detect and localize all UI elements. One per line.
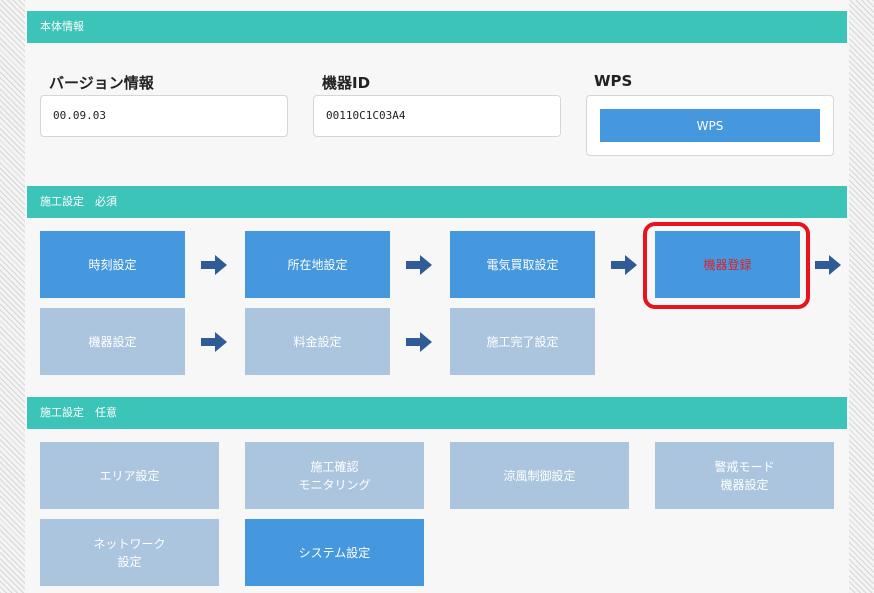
- wps-label: WPS: [594, 72, 633, 90]
- arrow-right-icon: [406, 332, 432, 352]
- arrow-right-icon: [815, 255, 841, 275]
- time-settings-tile[interactable]: 時刻設定: [40, 231, 185, 298]
- version-label: バージョン情報: [49, 74, 154, 92]
- arrow-right-icon: [201, 255, 227, 275]
- cool-breeze-control-settings-tile[interactable]: 涼風制御設定: [450, 442, 629, 509]
- location-settings-tile[interactable]: 所在地設定: [245, 231, 390, 298]
- arrow-right-icon: [611, 255, 637, 275]
- installation-complete-settings-tile[interactable]: 施工完了設定: [450, 308, 595, 375]
- version-field: 00.09.03: [40, 95, 288, 137]
- device-id-field: 00110C1C03A4: [313, 95, 561, 137]
- arrow-right-icon: [201, 332, 227, 352]
- arrow-right-icon: [406, 255, 432, 275]
- device-registration-tile[interactable]: 機器登録: [655, 231, 800, 298]
- device-id-label: 機器ID: [322, 74, 371, 92]
- section-header-optional: 施工設定 任意: [27, 397, 847, 429]
- wps-button[interactable]: WPS: [600, 109, 820, 142]
- electricity-purchase-settings-tile[interactable]: 電気買取設定: [450, 231, 595, 298]
- section-header-device-info: 本体情報: [27, 11, 847, 43]
- area-settings-tile[interactable]: エリア設定: [40, 442, 219, 509]
- system-settings-tile[interactable]: システム設定: [245, 519, 424, 586]
- rate-settings-tile[interactable]: 料金設定: [245, 308, 390, 375]
- installation-check-monitoring-tile[interactable]: 施工確認 モニタリング: [245, 442, 424, 509]
- alert-mode-device-settings-tile[interactable]: 警戒モード 機器設定: [655, 442, 834, 509]
- network-settings-tile[interactable]: ネットワーク 設定: [40, 519, 219, 586]
- device-settings-tile[interactable]: 機器設定: [40, 308, 185, 375]
- highlight-frame: [643, 222, 810, 309]
- section-header-required: 施工設定 必須: [27, 186, 847, 218]
